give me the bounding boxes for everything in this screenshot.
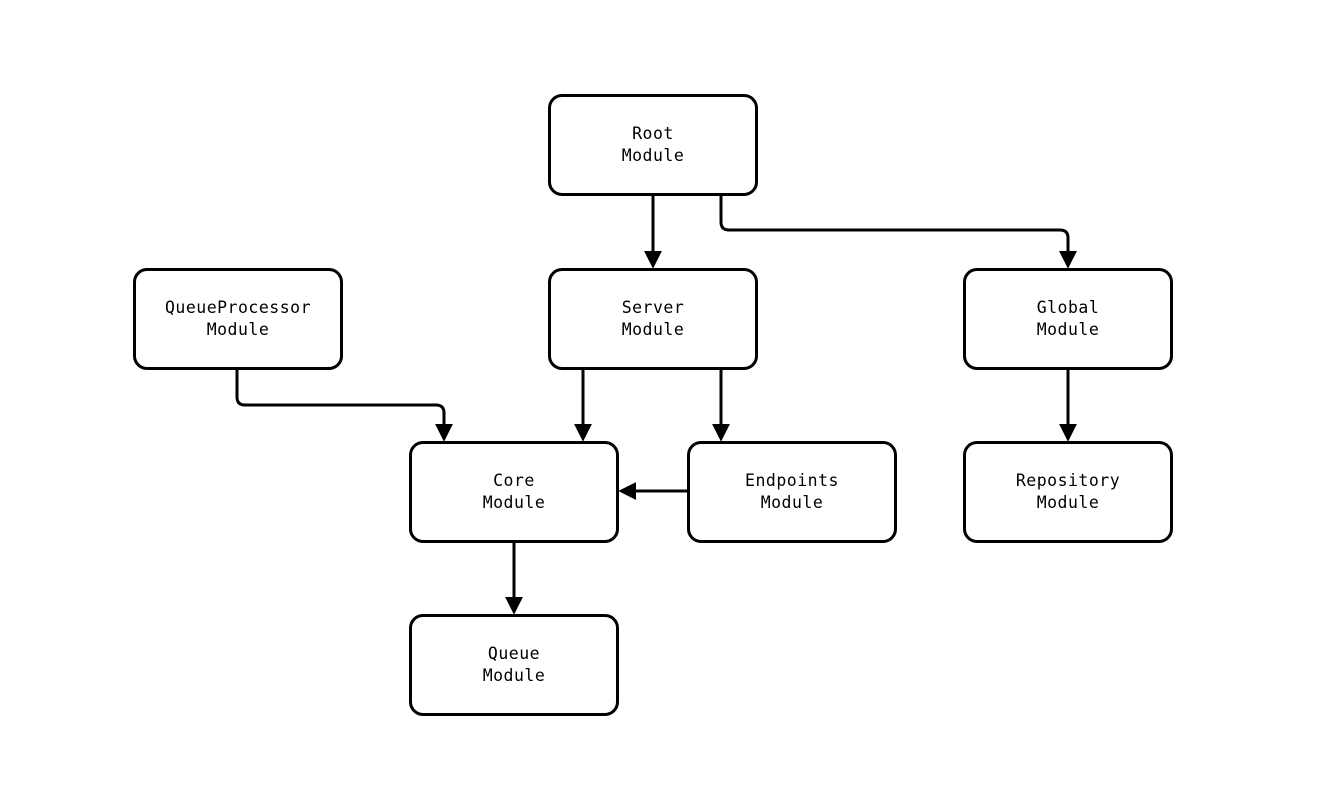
node-label-line1-queue: Queue	[487, 644, 541, 663]
node-label-line1-server: Server	[621, 298, 685, 317]
node-label-line2-queueprocessor: Module	[206, 320, 270, 339]
edge-group	[235, 196, 1077, 615]
node-label-line1-repository: Repository	[1015, 471, 1121, 490]
node-label-line2-global: Module	[1036, 320, 1100, 339]
node-label-line2-server: Module	[621, 320, 685, 339]
node-label-line2-queue: Module	[482, 666, 546, 685]
edge-queueprocessor-to-core	[235, 370, 453, 442]
node-label-line2-repository: Module	[1036, 493, 1100, 512]
node-label-line1-queueprocessor: QueueProcessor	[164, 298, 312, 317]
node-label-line2-core: Module	[482, 493, 546, 512]
node-label-line1-root: Root	[632, 124, 674, 143]
node-label-line1-core: Core	[493, 471, 535, 490]
node-label-line2-root: Module	[621, 146, 685, 165]
node-label-line1-endpoints: Endpoints	[745, 471, 839, 490]
node-label-line1-global: Global	[1036, 298, 1100, 317]
node-label-line2-endpoints: Module	[760, 493, 824, 512]
edge-root-to-global	[719, 196, 1077, 269]
